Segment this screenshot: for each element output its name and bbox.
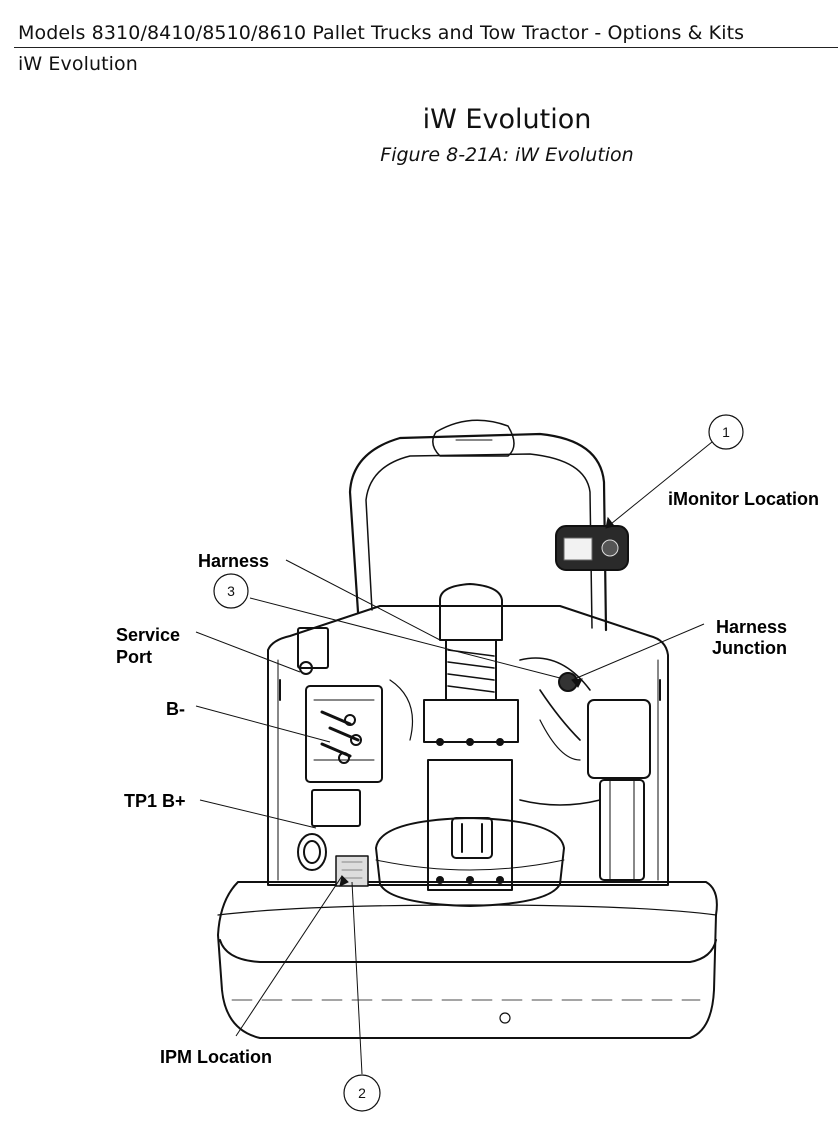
leader-harness-junction (571, 623, 705, 681)
label-harness-junction-line2: Junction (712, 638, 787, 658)
label-harness: Harness (198, 551, 270, 571)
label-service-port-line1: Service (116, 625, 181, 645)
figure-caption: Figure 8-21A: iW Evolution (380, 144, 634, 166)
header-section: iW Evolution (18, 53, 138, 75)
callout-number-1: 1 (722, 424, 730, 440)
page-title: iW Evolution (422, 104, 592, 135)
leader-imonitor (605, 441, 713, 529)
callout-circle-2 (343, 1074, 381, 1112)
handle-loop (348, 432, 608, 632)
label-ipm-location: IPM Location (160, 1047, 272, 1067)
label-service-port-line2: Port (116, 647, 152, 667)
leader-ipm (235, 875, 343, 1037)
controller-module (305, 685, 383, 783)
handle-grip (432, 419, 515, 457)
drive-housing (427, 759, 513, 891)
leader-callout-2 (351, 881, 363, 1075)
label-b-minus: B- (166, 699, 185, 719)
leader-service-port (195, 631, 301, 673)
drive-wheel-base (375, 817, 565, 907)
leader-callout-3 (249, 597, 561, 679)
leader-tp1 (199, 799, 317, 829)
callout-circle-3 (213, 573, 249, 609)
callout-number-3: 3 (227, 583, 235, 599)
mast-column (439, 583, 503, 641)
header-rule (14, 47, 838, 48)
label-harness-junction-line1: Harness (716, 617, 788, 637)
pump-motor (587, 699, 651, 779)
label-tp1-b-plus: TP1 B+ (124, 791, 186, 811)
chassis-body (267, 605, 669, 886)
header-doc-title: Models 8310/8410/8510/8610 Pallet Trucks… (18, 22, 745, 44)
callout-number-2: 2 (358, 1085, 366, 1101)
terminal-nut (297, 833, 327, 871)
callout-circle-1 (708, 414, 744, 450)
base-platform (217, 881, 718, 1039)
leader-b-minus (195, 705, 331, 743)
leader-harness (285, 559, 441, 641)
label-imonitor-location: iMonitor Location (668, 489, 819, 509)
